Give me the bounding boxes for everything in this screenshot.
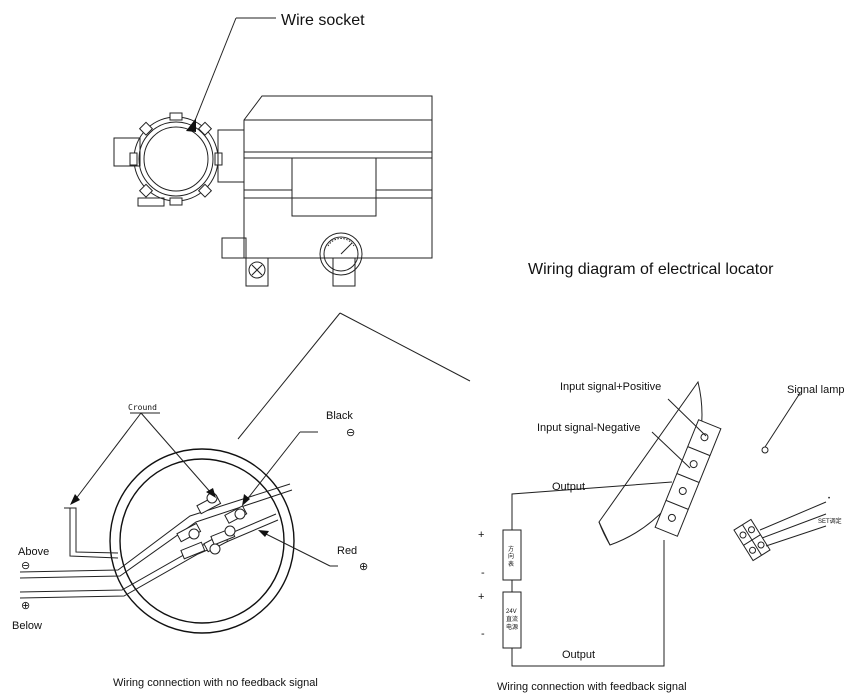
direction-meter-box [502, 529, 522, 581]
locator-body-drawing [113, 17, 433, 287]
diagram-title: Wiring diagram of electrical locator [528, 261, 774, 278]
black-minus-symbol: ⊖ [346, 427, 355, 439]
input-negative-label: Input signal-Negative [537, 422, 640, 434]
connector-line-right [339, 312, 471, 382]
signal-lamp [761, 446, 769, 454]
output-top-label: Output [552, 481, 585, 493]
feedback-wiring [502, 380, 827, 667]
feedback-caption: Wiring connection with feedback signal [497, 681, 687, 693]
set-label: SET调定 [818, 517, 842, 525]
meter-text-1: 方 [508, 545, 514, 553]
set-terminal [733, 518, 771, 562]
meter-text-2: 向 [508, 552, 514, 560]
terminal-strip [654, 419, 722, 537]
dc-supply-box [502, 591, 522, 649]
wire-socket-label: Wire socket [281, 12, 365, 29]
ground-label: Cround [128, 403, 157, 412]
meter-minus-sign: - [481, 567, 485, 579]
supply-minus-sign: - [481, 628, 485, 640]
black-label: Black [326, 410, 353, 422]
meter-text-3: 表 [508, 560, 514, 568]
below-plus-symbol: ⊕ [21, 600, 30, 612]
no-feedback-caption: Wiring connection with no feedback signa… [113, 677, 318, 689]
supply-text-3: 电源 [506, 623, 518, 631]
no-feedback-wiring [19, 412, 338, 634]
meter-plus-sign: + [478, 529, 484, 541]
signal-lamp-label: Signal lamp [787, 384, 844, 396]
supply-text-2: 直流 [506, 615, 518, 623]
red-plus-symbol: ⊕ [359, 561, 368, 573]
terminal-connectors [176, 492, 248, 560]
set-dot-label: • [828, 496, 830, 502]
red-label: Red [337, 545, 357, 557]
above-minus-symbol: ⊖ [21, 560, 30, 572]
supply-plus-sign: + [478, 591, 484, 603]
connector-line-left [237, 312, 341, 440]
output-bottom-label: Output [562, 649, 595, 661]
above-label: Above [18, 546, 49, 558]
input-positive-label: Input signal+Positive [560, 381, 661, 393]
supply-text-1: 24V [506, 609, 517, 615]
below-label: Below [12, 620, 42, 632]
